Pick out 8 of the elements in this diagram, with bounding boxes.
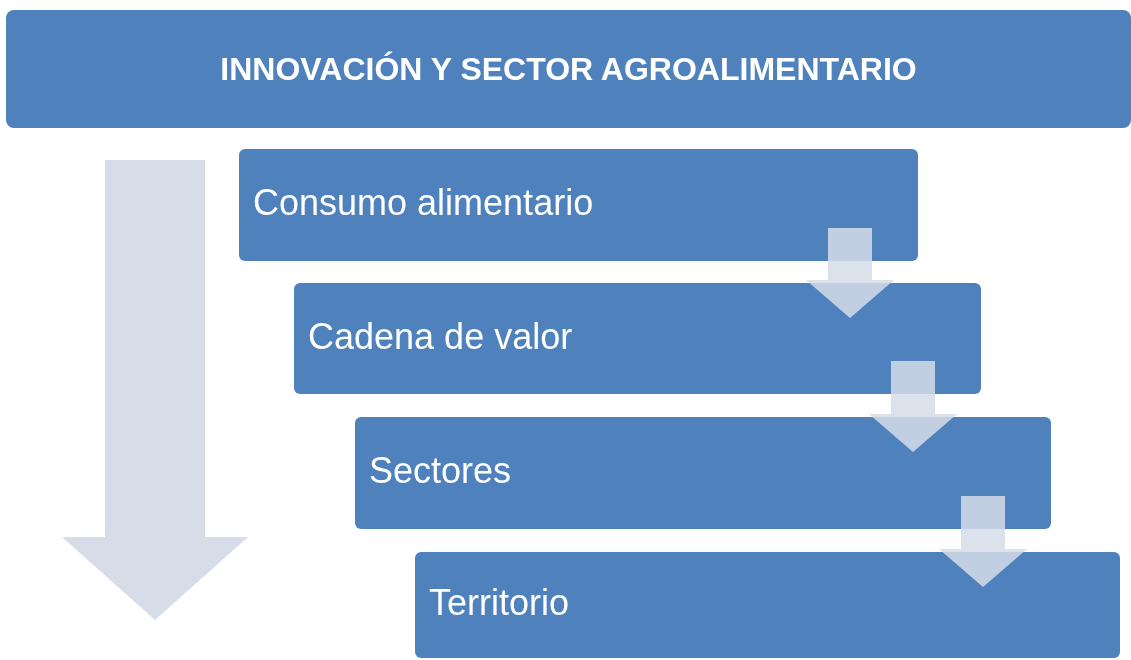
- block-arrow: [806, 228, 894, 318]
- step-box: Sectores: [355, 417, 1051, 529]
- step-box: Consumo alimentario: [239, 149, 918, 261]
- block-arrow: [869, 361, 957, 452]
- step-box: Territorio: [415, 552, 1120, 658]
- step-box: Cadena de valor: [294, 283, 981, 394]
- title-banner: INNOVACIÓN Y SECTOR AGROALIMENTARIO: [6, 10, 1131, 128]
- block-arrow: [939, 496, 1027, 587]
